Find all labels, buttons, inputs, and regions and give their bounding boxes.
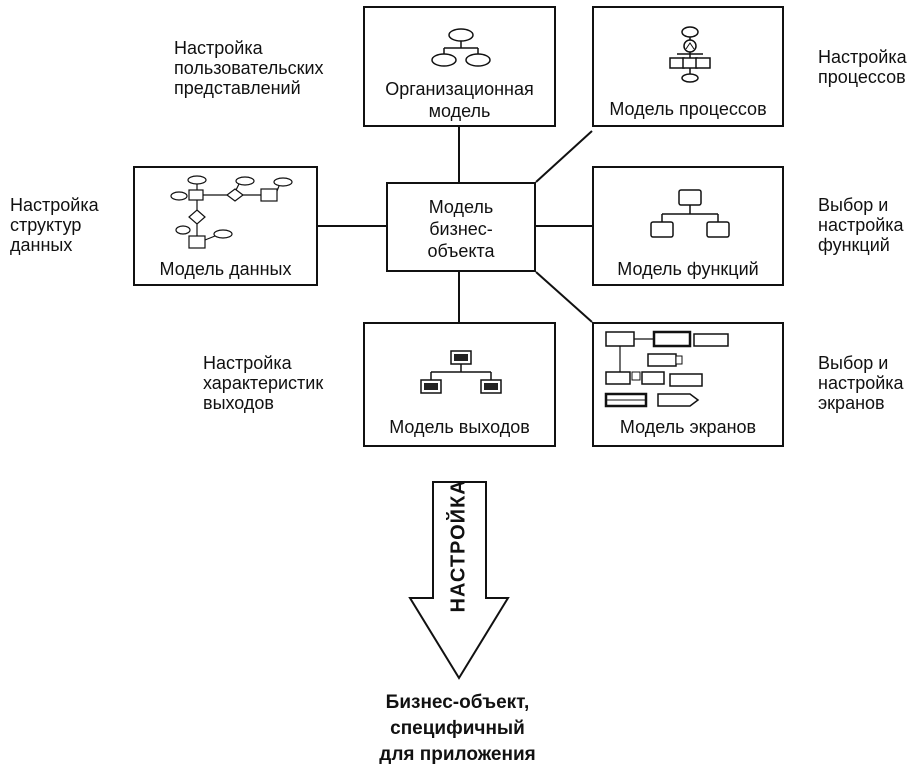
function-tree-icon: [650, 189, 730, 238]
data-model-box: Модель данных: [133, 166, 318, 286]
screen-forms-icon: [604, 330, 729, 408]
process-model-box: Модель процессов: [592, 6, 784, 127]
customization-arrow-label: НАСТРОЙКА: [447, 479, 470, 613]
screens-setup-label: Выбор и настройка экранов: [818, 353, 904, 413]
connector-screens: [535, 271, 593, 323]
org-chart-icon: [431, 28, 491, 67]
business-object-model-box: Модель бизнес- объекта: [386, 182, 536, 272]
functions-model-box: Модель функций: [592, 166, 784, 286]
screens-model-label: Модель экранов: [619, 417, 757, 437]
functions-setup-label: Выбор и настройка функций: [818, 195, 904, 255]
result-label: Бизнес-объект, специфичный для приложени…: [379, 692, 536, 765]
data-model-label: Модель данных: [159, 259, 292, 279]
user-views-label: Настройка пользовательских представлений: [174, 38, 324, 98]
outputs-model-box: Модель выходов: [363, 322, 556, 447]
screens-model-box: Модель экранов: [592, 322, 784, 447]
business-object-model-label: Модель бизнес- объекта: [427, 197, 495, 261]
connector-process: [535, 130, 593, 183]
process-flow-icon: [669, 26, 711, 83]
org-model-box: Организационная модель: [363, 6, 556, 127]
data-structures-label: Настройка структур данных: [10, 195, 99, 255]
process-model-label: Модель процессов: [609, 99, 767, 119]
er-diagram-icon: [170, 175, 293, 249]
customization-arrow: [408, 481, 510, 680]
processes-setup-label: Настройка процессов: [818, 47, 907, 87]
outputs-setup-label: Настройка характеристик выходов: [203, 353, 324, 413]
output-devices-icon: [420, 350, 502, 394]
functions-model-label: Модель функций: [617, 259, 759, 279]
outputs-model-label: Модель выходов: [389, 417, 530, 437]
org-model-label: Организационная модель: [385, 79, 534, 121]
